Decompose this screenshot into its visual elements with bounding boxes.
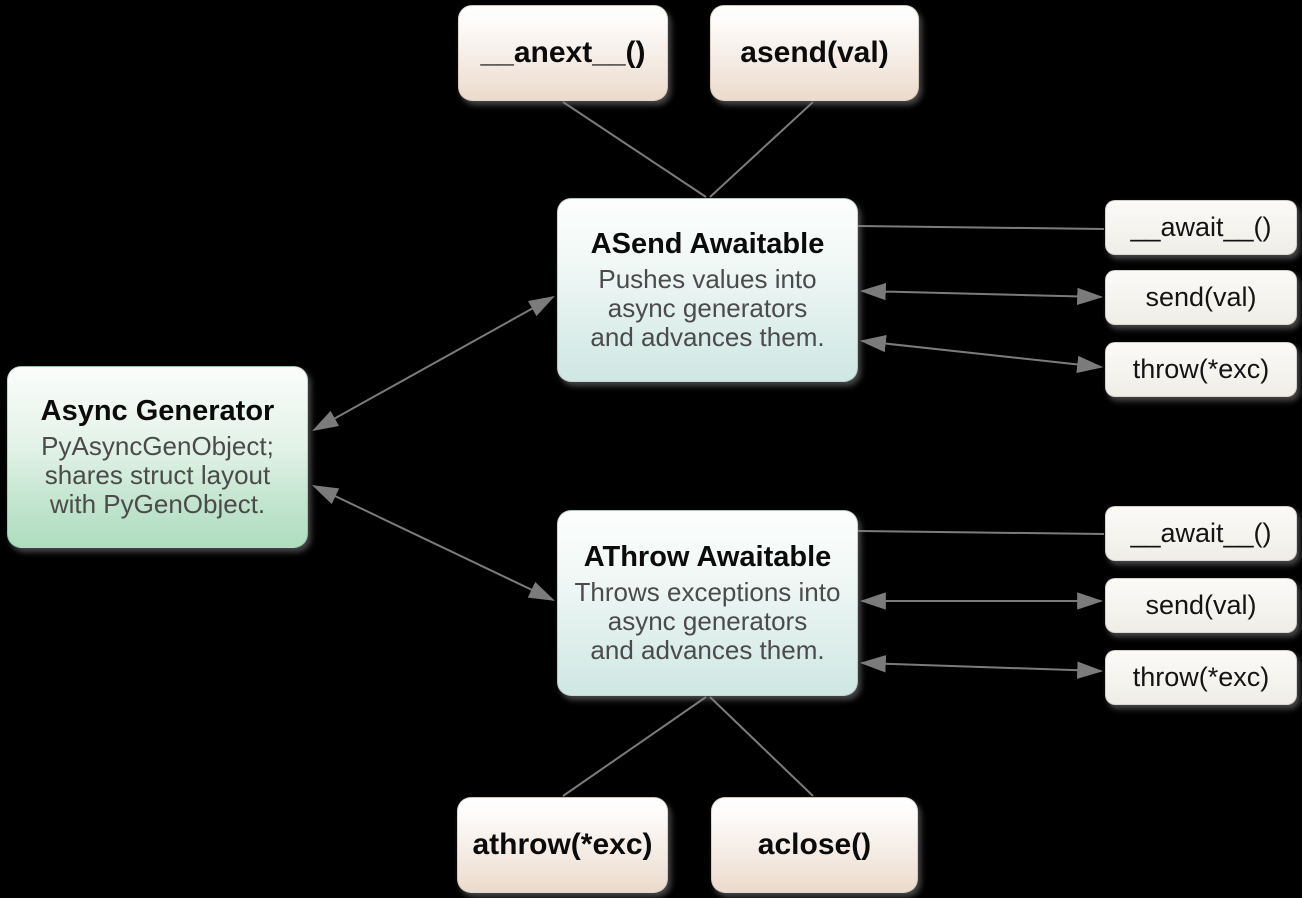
- node-athrow-send-method: send(val): [1105, 578, 1297, 633]
- node-aclose: aclose(): [711, 797, 918, 893]
- node-asend-awaitable-title: ASend Awaitable: [590, 228, 825, 261]
- node-aclose-label: aclose(): [757, 828, 872, 861]
- node-athrow-throw-method-label: throw(*exc): [1132, 662, 1270, 692]
- edge-async-generator-athrow-awaitable: [312, 485, 555, 601]
- node-athrow-send-method-label: send(val): [1145, 590, 1257, 620]
- edge-asend-awaitable-throw: [859, 334, 1104, 374]
- node-asend-awaitable: ASend Awaitable Pushes values into async…: [557, 198, 858, 382]
- edge-aclose-to-athrow-awaitable: [709, 696, 814, 797]
- node-athrow-throw-method: throw(*exc): [1105, 650, 1297, 705]
- node-asend-throw-method: throw(*exc): [1105, 342, 1297, 397]
- node-async-generator: Async Generator PyAsyncGenObject; shares…: [7, 366, 308, 548]
- node-anext-label: __anext__(): [480, 36, 646, 69]
- node-asend-throw-method-label: throw(*exc): [1132, 354, 1270, 384]
- node-asend-await-method: __await__(): [1105, 200, 1297, 255]
- edge-athrow-awaitable-await: [857, 530, 1105, 535]
- node-athrow-call-label: athrow(*exc): [472, 828, 653, 861]
- node-async-generator-title: Async Generator: [40, 395, 275, 428]
- edge-asend-awaitable-await: [857, 225, 1105, 230]
- node-async-generator-description: PyAsyncGenObject; shares struct layout w…: [41, 430, 274, 519]
- node-asend-send-method: send(val): [1105, 270, 1297, 325]
- node-asend: asend(val): [710, 5, 919, 101]
- node-asend-await-method-label: __await__(): [1130, 212, 1272, 242]
- node-athrow-awaitable-title: AThrow Awaitable: [583, 541, 832, 574]
- node-anext: __anext__(): [458, 5, 668, 101]
- node-athrow-await-method-label: __await__(): [1130, 518, 1272, 548]
- node-asend-send-method-label: send(val): [1145, 282, 1257, 312]
- edge-athrow-awaitable-throw: [859, 655, 1104, 679]
- node-asend-label: asend(val): [740, 36, 889, 69]
- edge-async-generator-asend-awaitable: [312, 295, 555, 432]
- edge-asend-awaitable-send: [859, 282, 1104, 306]
- node-athrow-call: athrow(*exc): [457, 797, 668, 893]
- node-asend-awaitable-description: Pushes values into async generators and …: [590, 263, 825, 352]
- node-athrow-await-method: __await__(): [1105, 506, 1297, 561]
- edge-anext-to-asend-awaitable: [562, 101, 707, 198]
- edge-athrow-call-to-athrow-awaitable: [562, 696, 707, 797]
- node-athrow-awaitable: AThrow Awaitable Throws exceptions into …: [557, 510, 858, 696]
- edge-asend-to-asend-awaitable: [709, 101, 814, 198]
- node-athrow-awaitable-description: Throws exceptions into async generators …: [574, 576, 841, 665]
